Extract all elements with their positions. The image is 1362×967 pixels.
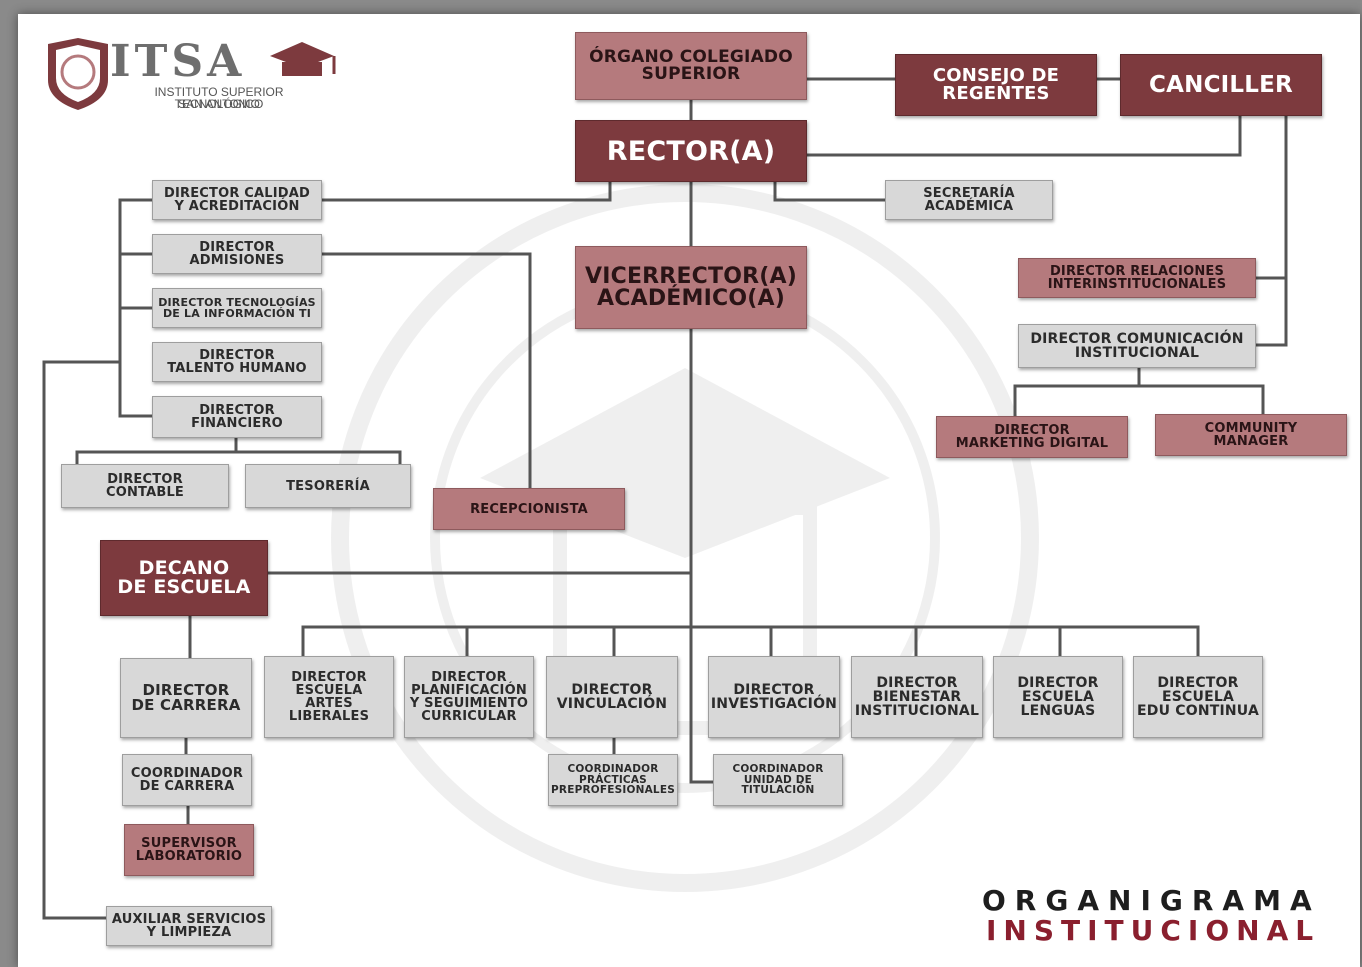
node-director-continua[interactable]: DIRECTOR ESCUELA EDU CONTINUA	[1133, 656, 1263, 738]
logo-subtitle-city: SAN ANTONIO	[178, 97, 260, 111]
node-director-talento[interactable]: DIRECTOR TALENTO HUMANO	[152, 342, 322, 382]
node-rector[interactable]: RECTOR(A)	[575, 120, 807, 182]
node-coordinador-practicas[interactable]: COORDINADOR PRÁCTICAS PREPROFESIONALES	[548, 754, 678, 806]
node-director-lenguas[interactable]: DIRECTOR ESCUELA LENGUAS	[993, 656, 1123, 738]
node-director-vinculacion[interactable]: DIRECTOR VINCULACIÓN	[546, 656, 678, 738]
node-director-marketing[interactable]: DIRECTOR MARKETING DIGITAL	[936, 416, 1128, 458]
node-recepcionista[interactable]: RECEPCIONISTA	[433, 488, 625, 530]
itsa-logo	[48, 38, 336, 110]
node-organo-colegiado[interactable]: ÓRGANO COLEGIADO SUPERIOR	[575, 32, 807, 100]
node-supervisor-laboratorio[interactable]: SUPERVISOR LABORATORIO	[124, 824, 254, 876]
node-director-contable[interactable]: DIRECTOR CONTABLE	[61, 464, 229, 508]
node-auxiliar-servicios[interactable]: AUXILIAR SERVICIOS Y LIMPIEZA	[106, 906, 272, 946]
node-community-manager[interactable]: COMMUNITY MANAGER	[1155, 414, 1347, 456]
node-decano-escuela[interactable]: DECANO DE ESCUELA	[100, 540, 268, 616]
node-vicerrector[interactable]: VICERRECTOR(A) ACADÉMICO(A)	[575, 246, 807, 329]
logo-subtitle: INSTITUTO SUPERIOR TECNOLÓGICO	[154, 85, 284, 111]
node-director-comunicacion[interactable]: DIRECTOR COMUNICACIÓN INSTITUCIONAL	[1018, 324, 1256, 368]
node-director-bienestar[interactable]: DIRECTOR BIENESTAR INSTITUCIONAL	[851, 656, 983, 738]
logo-wordmark: ITSA	[110, 36, 246, 87]
node-canciller[interactable]: CANCILLER	[1120, 54, 1322, 116]
node-director-financiero[interactable]: DIRECTOR FINANCIERO	[152, 396, 322, 438]
node-secretaria[interactable]: SECRETARÍA ACADÉMICA	[885, 180, 1053, 220]
node-director-investigacion[interactable]: DIRECTOR INVESTIGACIÓN	[708, 656, 840, 738]
node-director-carrera[interactable]: DIRECTOR DE CARRERA	[120, 658, 252, 738]
node-director-relaciones[interactable]: DIRECTOR RELACIONES INTERINSTITUCIONALES	[1018, 258, 1256, 298]
node-coordinador-carrera[interactable]: COORDINADOR DE CARRERA	[122, 754, 252, 806]
node-director-artes[interactable]: DIRECTOR ESCUELA ARTES LIBERALES	[264, 656, 394, 738]
node-director-planificacion[interactable]: DIRECTOR PLANIFICACIÓN Y SEGUIMIENTO CUR…	[404, 656, 534, 738]
node-director-calidad[interactable]: DIRECTOR CALIDAD Y ACREDITACIÓN	[152, 180, 322, 220]
node-tesoreria[interactable]: TESORERÍA	[245, 464, 411, 508]
chart-subtitle: INSTITUCIONAL	[986, 914, 1321, 947]
node-coordinador-titulacion[interactable]: COORDINADOR UNIDAD DE TITULACIÓN	[713, 754, 843, 806]
node-director-tecnologias[interactable]: DIRECTOR TECNOLOGÍAS DE LA INFORMACIÓN T…	[152, 288, 322, 328]
node-consejo-regentes[interactable]: CONSEJO DE REGENTES	[895, 54, 1097, 116]
node-director-admisiones[interactable]: DIRECTOR ADMISIONES	[152, 234, 322, 274]
chart-title: ORGANIGRAMA	[982, 884, 1321, 917]
